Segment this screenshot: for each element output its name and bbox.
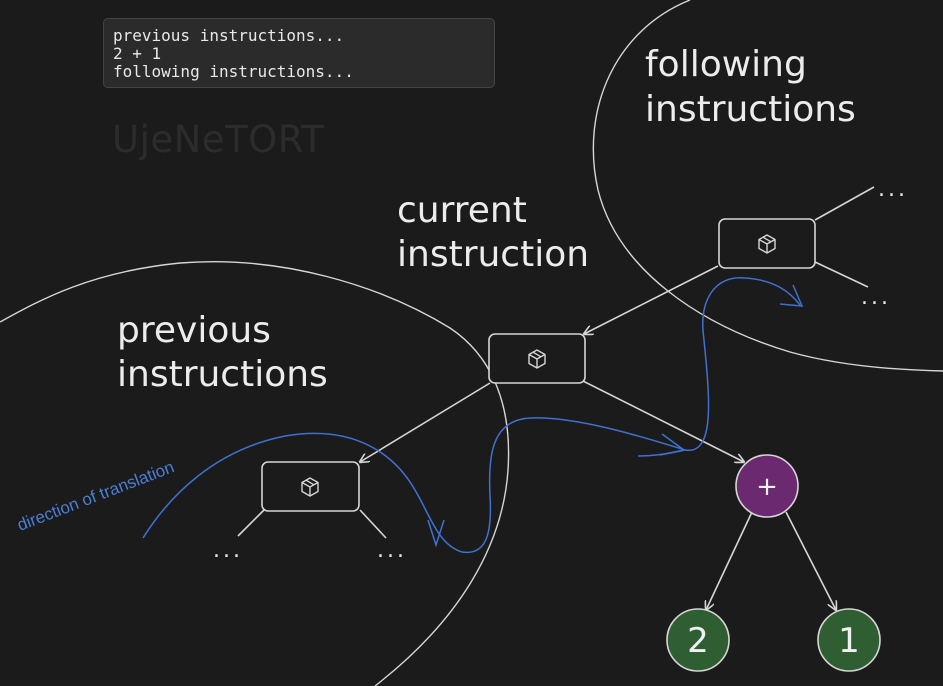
previous-instructions-label: previous instructions [117, 310, 328, 395]
plus-operator-label: + [756, 472, 778, 502]
edge-plus-to-one [785, 511, 836, 610]
code-line-expression: 2 + 1 [113, 44, 162, 63]
operand-node-one: 1 [817, 608, 881, 672]
edge-following-to-current [584, 265, 719, 334]
operand-two-label: 2 [687, 621, 709, 661]
package-icon [758, 234, 776, 254]
ellipsis-previous-left: ... [213, 538, 243, 563]
flow-arrowhead-following [779, 284, 804, 307]
previous-instruction-node [261, 461, 360, 512]
flow-arrowhead-previous [427, 519, 445, 548]
current-instruction-label: current instruction [397, 190, 589, 275]
operand-node-two: 2 [666, 608, 730, 672]
edge-plus-to-two [706, 511, 753, 610]
plus-operator-node: + [735, 454, 799, 518]
ellipsis-following-lower: ... [861, 285, 891, 310]
watermark: UjeNeTORT [112, 118, 325, 161]
following-instruction-node [718, 218, 816, 269]
package-icon [528, 349, 546, 369]
current-instruction-node [488, 333, 586, 384]
edge-following-to-upper-dots [814, 186, 875, 221]
following-region-boundary [592, 0, 943, 372]
code-line-following: following instructions... [113, 62, 354, 81]
ellipsis-previous-right: ... [377, 538, 407, 563]
package-icon [301, 477, 319, 497]
code-line-previous: previous instructions... [113, 26, 345, 45]
edge-previous-to-right-dots [359, 509, 387, 539]
edge-previous-to-left-dots [237, 509, 265, 537]
translation-flow-path [142, 277, 801, 554]
edge-current-to-previous [360, 382, 491, 462]
edge-following-to-lower-dots [814, 261, 869, 288]
previous-region-boundary [0, 261, 510, 686]
edge-current-to-plus [582, 380, 744, 462]
code-snippet: previous instructions... 2 + 1 following… [103, 18, 495, 88]
operand-one-label: 1 [838, 621, 860, 661]
ellipsis-following-upper: ... [878, 177, 908, 202]
flow-arrowhead-current [659, 433, 686, 456]
following-instructions-label: following instructions [645, 44, 856, 130]
